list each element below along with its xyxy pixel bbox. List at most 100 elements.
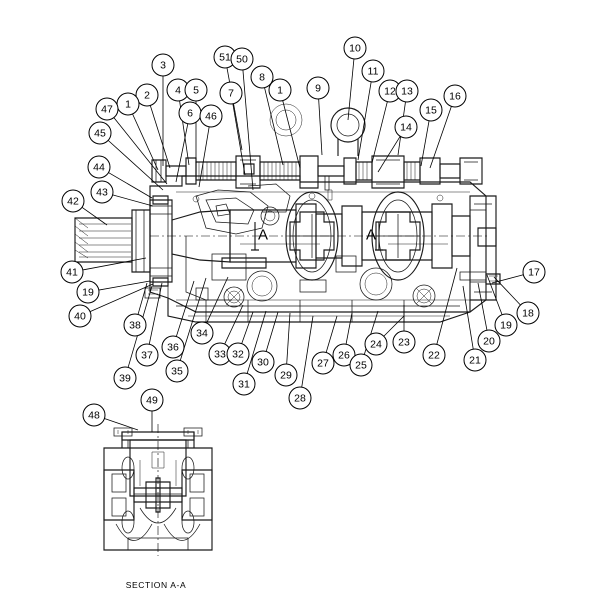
callout-circle[interactable] — [184, 78, 208, 102]
callout-34[interactable]: 34 — [190, 321, 214, 345]
callout-39[interactable]: 39 — [113, 366, 137, 390]
callout-46[interactable]: 46 — [199, 104, 223, 128]
callout-2[interactable]: 2 — [135, 83, 159, 107]
callout-37[interactable]: 37 — [135, 343, 159, 367]
callout-circle[interactable] — [76, 280, 100, 304]
callout-45[interactable]: 45 — [88, 121, 112, 145]
callout-40[interactable]: 40 — [68, 304, 92, 328]
callout-circle[interactable] — [113, 366, 137, 390]
callout-43[interactable]: 43 — [90, 180, 114, 204]
callout-circle[interactable] — [140, 388, 164, 412]
callout-15[interactable]: 15 — [419, 98, 443, 122]
callout-circle[interactable] — [361, 59, 385, 83]
callout-circle[interactable] — [199, 104, 223, 128]
callout-circle[interactable] — [274, 363, 298, 387]
callout-circle[interactable] — [419, 98, 443, 122]
callout-number: 30 — [257, 357, 269, 369]
callout-circle[interactable] — [226, 342, 250, 366]
callout-circle[interactable] — [422, 343, 446, 367]
callout-circle[interactable] — [250, 65, 274, 89]
callout-10[interactable]: 10 — [343, 36, 367, 60]
callout-23[interactable]: 23 — [392, 330, 416, 354]
callout-24[interactable]: 24 — [364, 332, 388, 356]
callout-36[interactable]: 36 — [161, 335, 185, 359]
callout-circle[interactable] — [288, 386, 312, 410]
callout-circle[interactable] — [232, 372, 256, 396]
callout-17[interactable]: 17 — [522, 260, 546, 284]
callout-27[interactable]: 27 — [311, 351, 335, 375]
callout-circle[interactable] — [516, 301, 540, 325]
callout-47[interactable]: 47 — [95, 97, 119, 121]
callout-5[interactable]: 5 — [184, 78, 208, 102]
callout-31[interactable]: 31 — [232, 372, 256, 396]
callout-44[interactable]: 44 — [87, 155, 111, 179]
callout-28[interactable]: 28 — [288, 386, 312, 410]
callout-49[interactable]: 49 — [140, 388, 164, 412]
callout-circle[interactable] — [123, 313, 147, 337]
callout-30[interactable]: 30 — [251, 350, 275, 374]
callout-7[interactable]: 7 — [219, 81, 243, 105]
callout-circle[interactable] — [90, 180, 114, 204]
callout-circle[interactable] — [349, 353, 373, 377]
callout-circle[interactable] — [477, 329, 501, 353]
callout-circle[interactable] — [306, 76, 330, 100]
callout-13[interactable]: 13 — [395, 79, 419, 103]
callout-35[interactable]: 35 — [165, 359, 189, 383]
leader-line-37 — [148, 282, 163, 345]
callout-38[interactable]: 38 — [123, 313, 147, 337]
callout-22[interactable]: 22 — [422, 343, 446, 367]
callout-circle[interactable] — [343, 36, 367, 60]
callout-41[interactable]: 41 — [60, 260, 84, 284]
callout-circle[interactable] — [522, 260, 546, 284]
callout-circle[interactable] — [392, 330, 416, 354]
callout-14[interactable]: 14 — [394, 115, 418, 139]
callout-19[interactable]: 19 — [76, 280, 100, 304]
callout-9[interactable]: 9 — [306, 76, 330, 100]
callout-number: 42 — [67, 196, 79, 208]
callout-circle[interactable] — [190, 321, 214, 345]
callout-18[interactable]: 18 — [516, 301, 540, 325]
callout-circle[interactable] — [332, 343, 356, 367]
callout-6[interactable]: 6 — [178, 101, 202, 125]
callout-circle[interactable] — [60, 260, 84, 284]
callout-circle[interactable] — [82, 403, 106, 427]
callout-50[interactable]: 50 — [230, 47, 254, 71]
callout-circle[interactable] — [251, 350, 275, 374]
callout-circle[interactable] — [394, 115, 418, 139]
callout-26[interactable]: 26 — [332, 343, 356, 367]
callout-circle[interactable] — [311, 351, 335, 375]
callout-42[interactable]: 42 — [61, 189, 85, 213]
callout-3[interactable]: 3 — [151, 53, 175, 77]
callout-circle[interactable] — [88, 121, 112, 145]
callout-circle[interactable] — [165, 359, 189, 383]
callout-circle[interactable] — [219, 81, 243, 105]
callout-16[interactable]: 16 — [443, 84, 467, 108]
callout-circle[interactable] — [95, 97, 119, 121]
callout-29[interactable]: 29 — [274, 363, 298, 387]
callout-circle[interactable] — [268, 78, 292, 102]
callout-circle[interactable] — [135, 343, 159, 367]
callout-circle[interactable] — [87, 155, 111, 179]
callout-circle[interactable] — [61, 189, 85, 213]
callout-8[interactable]: 8 — [250, 65, 274, 89]
callout-circle[interactable] — [68, 304, 92, 328]
callout-51[interactable]: 51 — [213, 45, 237, 69]
callout-circle[interactable] — [230, 47, 254, 71]
callout-circle[interactable] — [161, 335, 185, 359]
callout-circle[interactable] — [364, 332, 388, 356]
callout-20[interactable]: 20 — [477, 329, 501, 353]
callout-circle[interactable] — [395, 79, 419, 103]
callout-21[interactable]: 21 — [463, 348, 487, 372]
callout-25[interactable]: 25 — [349, 353, 373, 377]
callout-1[interactable]: 1 — [268, 78, 292, 102]
callout-circle[interactable] — [135, 83, 159, 107]
callout-circle[interactable] — [463, 348, 487, 372]
callout-32[interactable]: 32 — [226, 342, 250, 366]
callout-circle[interactable] — [151, 53, 175, 77]
callout-11[interactable]: 11 — [361, 59, 385, 83]
callout-circle[interactable] — [494, 313, 518, 337]
callout-circle[interactable] — [443, 84, 467, 108]
callout-48[interactable]: 48 — [82, 403, 106, 427]
callout-19[interactable]: 19 — [494, 313, 518, 337]
callout-1[interactable]: 1 — [116, 92, 140, 116]
